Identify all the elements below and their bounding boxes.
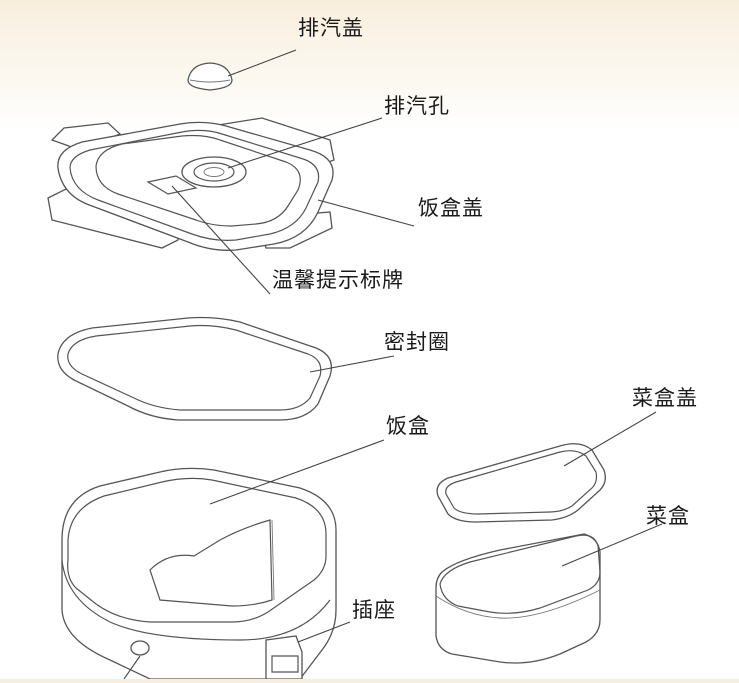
label-lunchbox-lid: 饭盒盖: [418, 196, 484, 220]
leader-lines: [123, 49, 663, 680]
label-vent-cap: 排汽盖: [298, 16, 364, 40]
lunchbox-part: [61, 467, 337, 680]
leader-vent-cap: [227, 49, 297, 77]
label-lunchbox: 饭盒: [386, 414, 430, 438]
leader-warning-sign: [171, 185, 271, 295]
seal-ring-part: [57, 316, 333, 421]
label-warning-sign: 温馨提示标牌: [272, 268, 404, 292]
leader-vent-hole: [227, 117, 383, 169]
dish-box-lid-part: [436, 443, 606, 523]
leader-socket-hole: [123, 655, 141, 680]
leader-seal-ring: [309, 355, 395, 373]
leader-dish-box: [561, 523, 663, 567]
lunchbox-lid-part: [47, 117, 335, 251]
label-dish-box-lid: 菜盒盖: [632, 386, 698, 410]
label-socket: 插座: [352, 598, 396, 622]
vent-cap-part: [187, 62, 233, 91]
dish-box-part: [435, 533, 601, 664]
label-vent-hole: 排汽孔: [384, 94, 450, 118]
label-dish-box: 菜盒: [646, 504, 690, 528]
leader-dish-box-lid: [563, 411, 657, 467]
label-seal-ring: 密封圈: [384, 330, 450, 354]
leader-socket: [297, 621, 351, 643]
leader-lunchbox: [209, 439, 385, 505]
leader-lunchbox-lid: [317, 199, 415, 227]
